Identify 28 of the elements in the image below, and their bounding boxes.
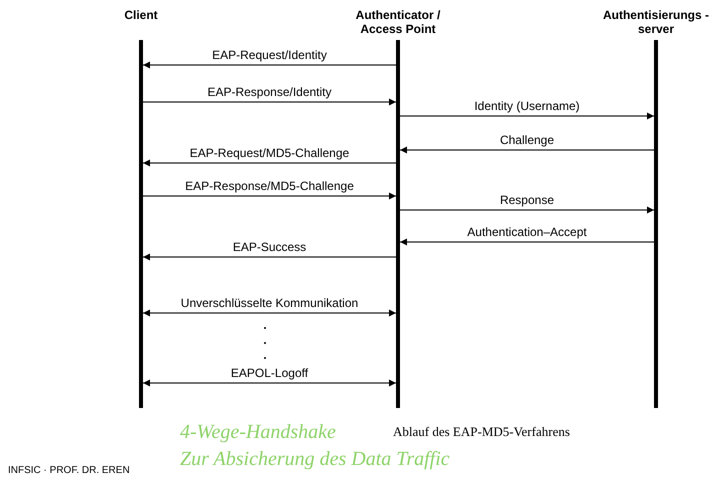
edge-label: EAP-Response/MD5-Challenge: [183, 179, 356, 193]
arrow: [142, 380, 396, 386]
edge-label: Response: [498, 193, 556, 207]
handshake-note: 4-Wege-Handshake: [180, 420, 336, 444]
edge-label: EAPOL-Logoff: [228, 366, 310, 380]
arrow: [142, 254, 396, 260]
edge-label: Authentication–Accept: [465, 225, 589, 239]
footer-text: INFSIC · PROF. DR. EREN: [8, 465, 130, 477]
lifeline-header: Authenticator / Access Point: [354, 8, 442, 36]
edge-label: EAP-Request/MD5-Challenge: [188, 146, 352, 160]
arrow: [400, 206, 654, 214]
edge-label: Unverschlüsselte Kommunikation: [178, 296, 360, 310]
arrow: [142, 310, 396, 316]
arrow: [142, 62, 396, 68]
edge-label: Challenge: [498, 133, 556, 147]
edge-label: EAP-Response/Identity: [205, 85, 334, 99]
arrow: [400, 146, 654, 154]
arrow: [142, 160, 396, 166]
edge-label: EAP-Request/Identity: [210, 48, 329, 62]
arrow: [400, 112, 654, 120]
arrow: [142, 192, 396, 200]
arrow: [400, 238, 654, 246]
lifeline-header: Authentisierungs -server: [602, 8, 710, 36]
lifeline-header: Client: [123, 8, 159, 22]
edge-label: EAP-Success: [230, 240, 308, 254]
arrow: [142, 98, 396, 106]
caption: Ablauf des EAP-MD5-Verfahrens: [393, 424, 570, 440]
handshake-note: Zur Absicherung des Data Traffic: [180, 447, 450, 471]
